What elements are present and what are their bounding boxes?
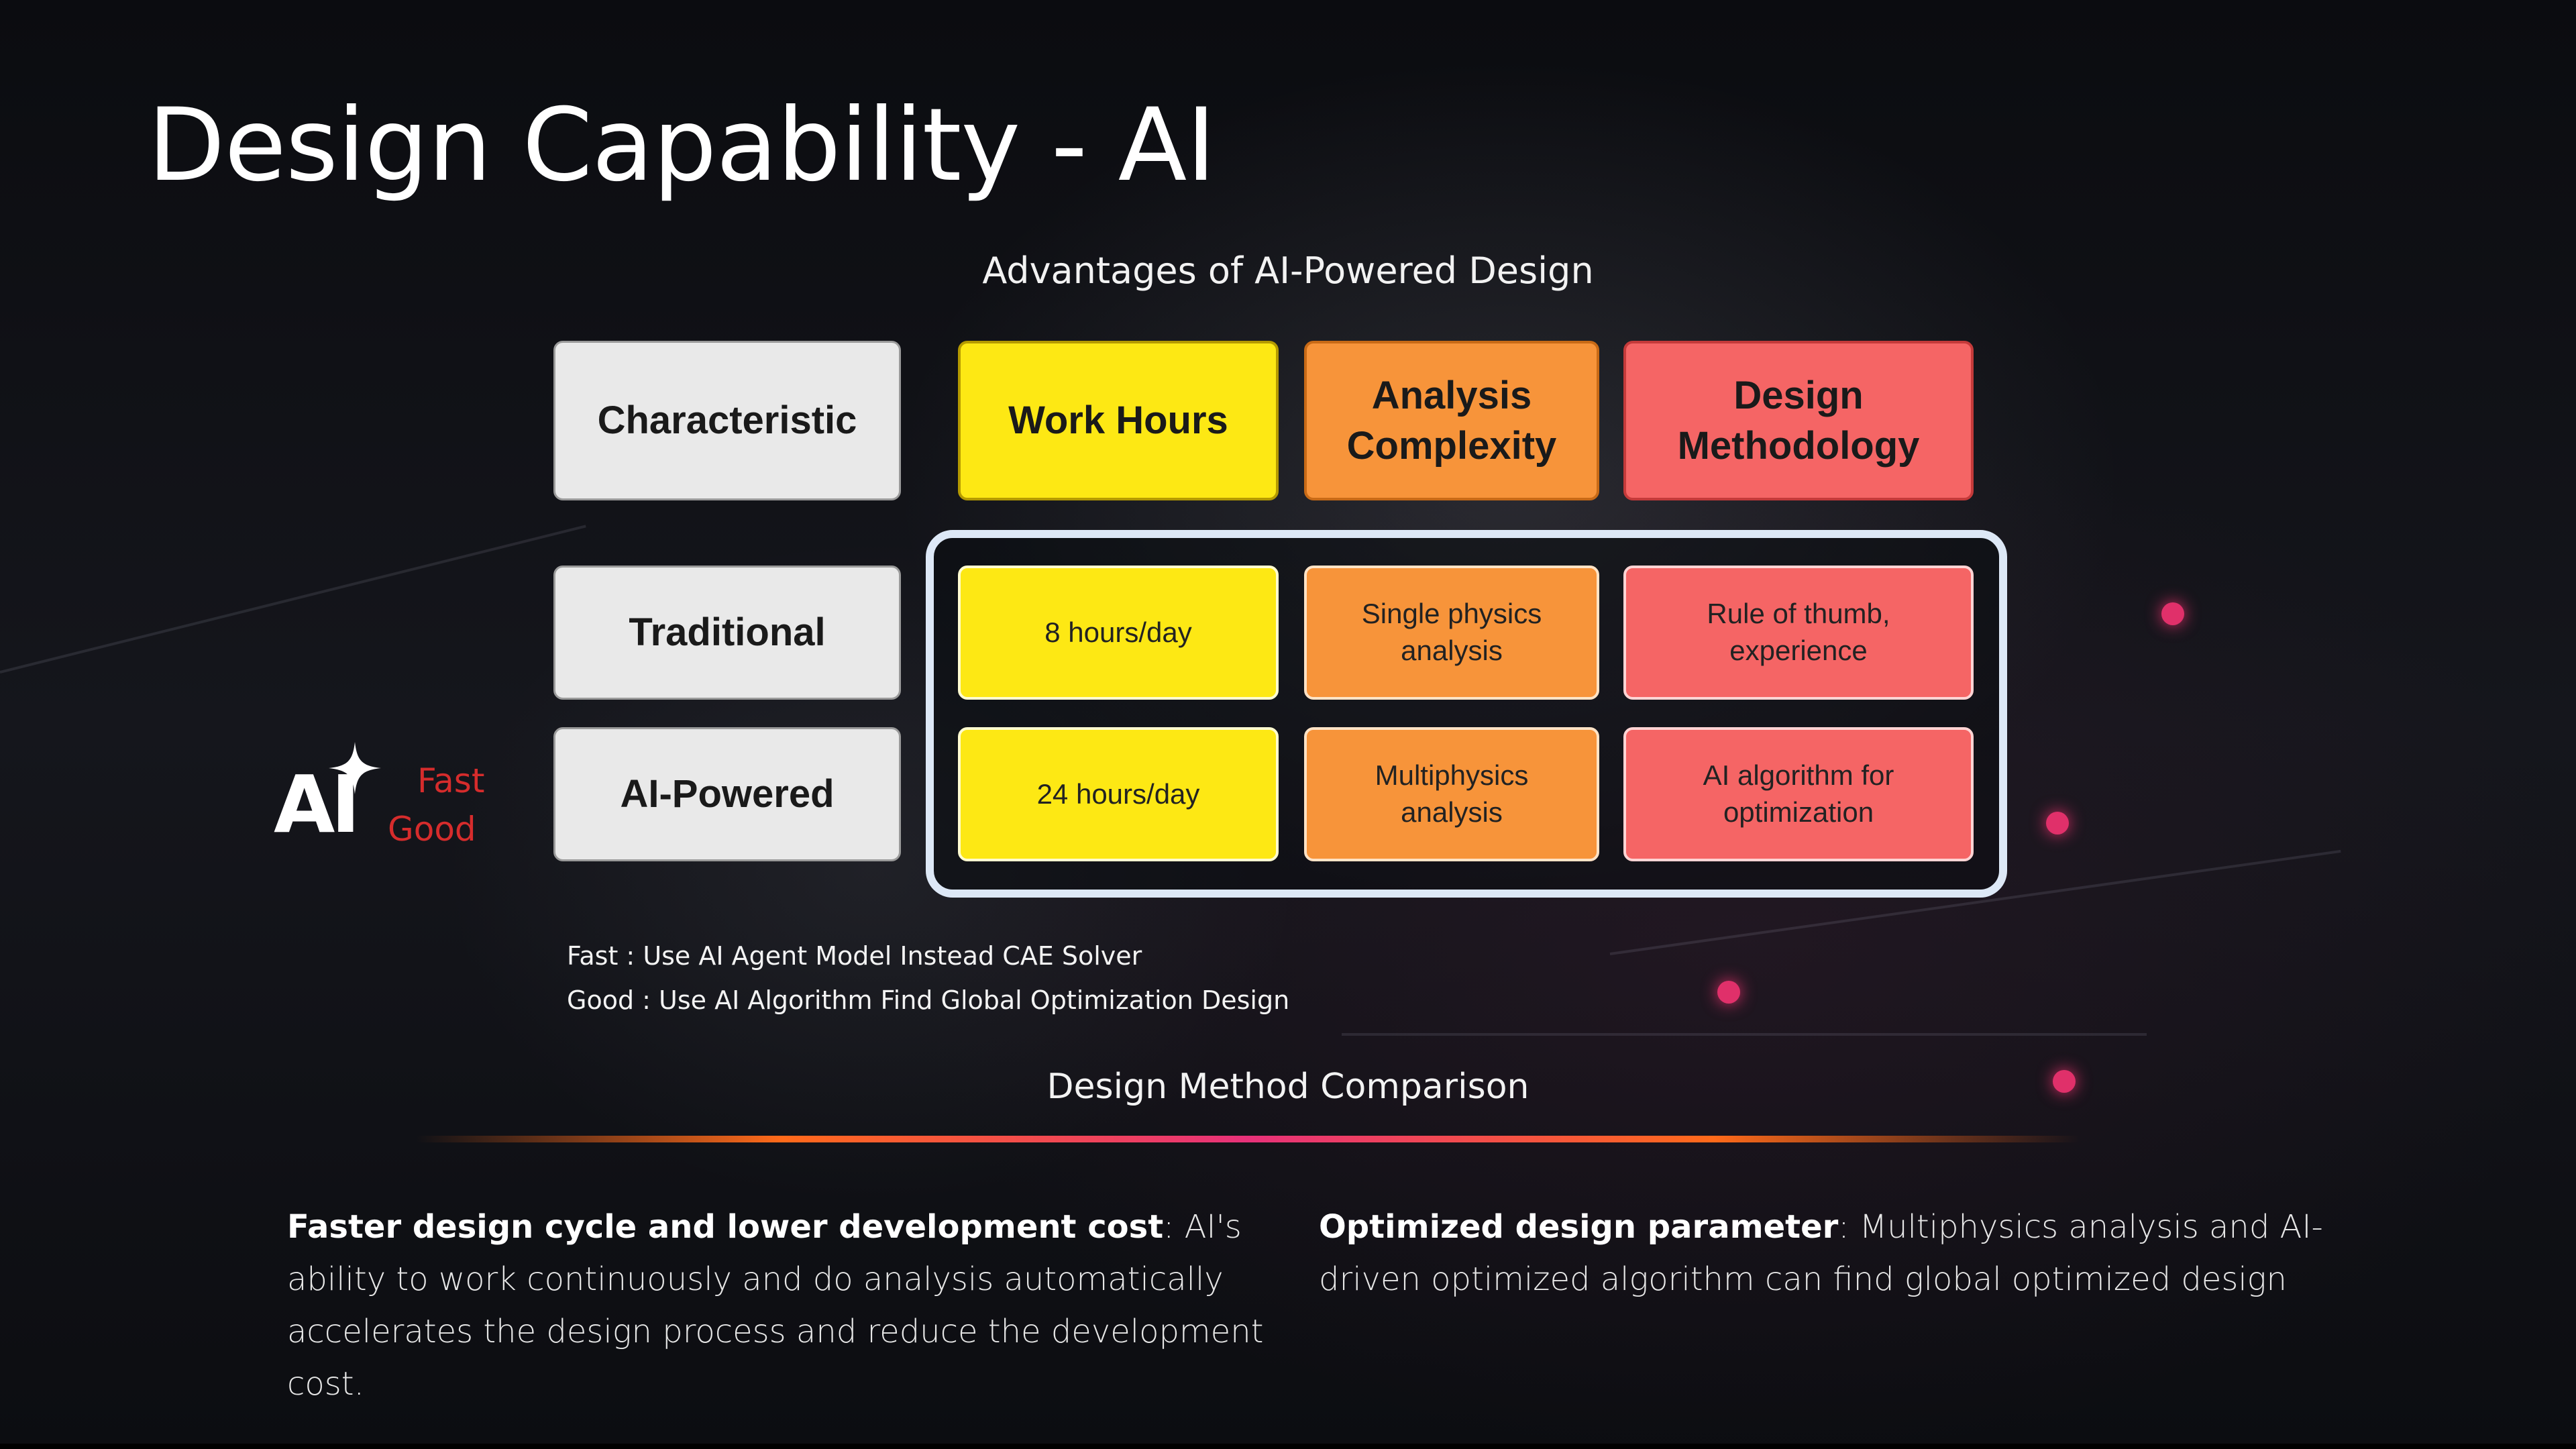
cell-traditional-methodology: Rule of thumb, experience — [1623, 566, 1974, 700]
good-label: Good — [388, 810, 476, 849]
comparison-caption: Design Method Comparison — [1046, 1067, 1529, 1107]
cell-ai-work-hours: 24 hours/day — [958, 727, 1279, 861]
header-work-hours: Work Hours — [958, 341, 1279, 500]
bottom-border — [0, 1444, 2576, 1449]
header-design-methodology: Design Methodology — [1623, 341, 1974, 500]
gradient-divider — [416, 1136, 2080, 1142]
marker-dot — [2161, 602, 2184, 625]
benefit-faster-cycle: Faster design cycle and lower developmen… — [287, 1201, 1280, 1410]
benefit-optimized-design: Optimized design parameter: Multiphysics… — [1319, 1201, 2392, 1305]
marker-dot — [1717, 981, 1740, 1004]
ai-logo-text: AI — [274, 758, 360, 851]
marker-dot — [2046, 812, 2069, 835]
benefit-text: : AI's ability to work continuously and … — [287, 1208, 1264, 1403]
ai-logo: AI — [274, 742, 381, 851]
row-label-traditional: Traditional — [553, 566, 901, 700]
blueprint-line — [1342, 1033, 2147, 1036]
cell-ai-analysis: Multiphysics analysis — [1304, 727, 1599, 861]
cell-traditional-analysis: Single physics analysis — [1304, 566, 1599, 700]
cell-ai-methodology: AI algorithm for optimization — [1623, 727, 1974, 861]
fast-good-label: Fast Good — [388, 757, 484, 853]
sparkle-icon — [329, 742, 381, 794]
benefit-heading: Faster design cycle and lower developmen… — [287, 1208, 1164, 1246]
page-title: Design Capability - AI — [148, 87, 1216, 204]
header-analysis-complexity: Analysis Complexity — [1304, 341, 1599, 500]
row-label-ai-powered: AI-Powered — [553, 727, 901, 861]
notes: Fast : Use AI Agent Model Instead CAE So… — [567, 934, 1289, 1022]
benefit-text: : Multiphysics analysis and AI-driven op… — [1319, 1208, 2323, 1298]
header-characteristic: Characteristic — [553, 341, 901, 500]
fast-label: Fast — [417, 761, 485, 800]
marker-dot — [2053, 1070, 2076, 1093]
benefit-heading: Optimized design parameter — [1319, 1208, 1839, 1246]
cell-traditional-work-hours: 8 hours/day — [958, 566, 1279, 700]
table-title: Advantages of AI-Powered Design — [982, 250, 1594, 292]
note-fast: Fast : Use AI Agent Model Instead CAE So… — [567, 941, 1142, 971]
note-good: Good : Use AI Algorithm Find Global Opti… — [567, 985, 1290, 1015]
